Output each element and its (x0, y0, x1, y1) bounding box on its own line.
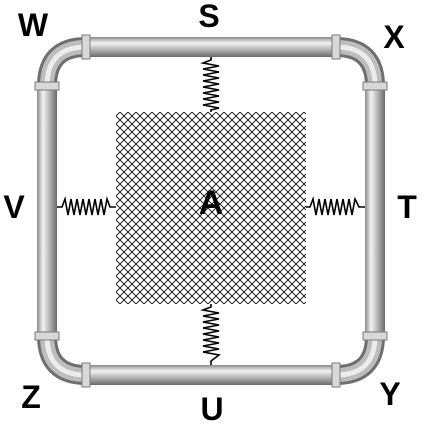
label-top-left: W (18, 7, 49, 43)
pipe-bottom (86, 365, 336, 385)
label-right: T (397, 189, 417, 225)
label-bottom: U (200, 391, 223, 427)
spring-left (57, 196, 116, 216)
springs (57, 57, 365, 365)
pipe-joints (34, 34, 388, 388)
label-center: A (199, 184, 224, 222)
spring-top (200, 57, 220, 112)
pipe-top (86, 37, 336, 57)
label-top-right: X (383, 19, 405, 55)
frame (34, 34, 388, 388)
label-bottom-right: Y (379, 376, 400, 412)
label-top: S (198, 0, 219, 34)
pipe-right (365, 86, 385, 336)
spring-bottom (200, 304, 221, 365)
label-bottom-left: Z (21, 379, 41, 415)
label-left: V (3, 189, 25, 225)
pipe-left (37, 86, 57, 336)
spring-right (306, 196, 365, 216)
frame-corners (37, 37, 385, 385)
mass-block (116, 112, 306, 304)
